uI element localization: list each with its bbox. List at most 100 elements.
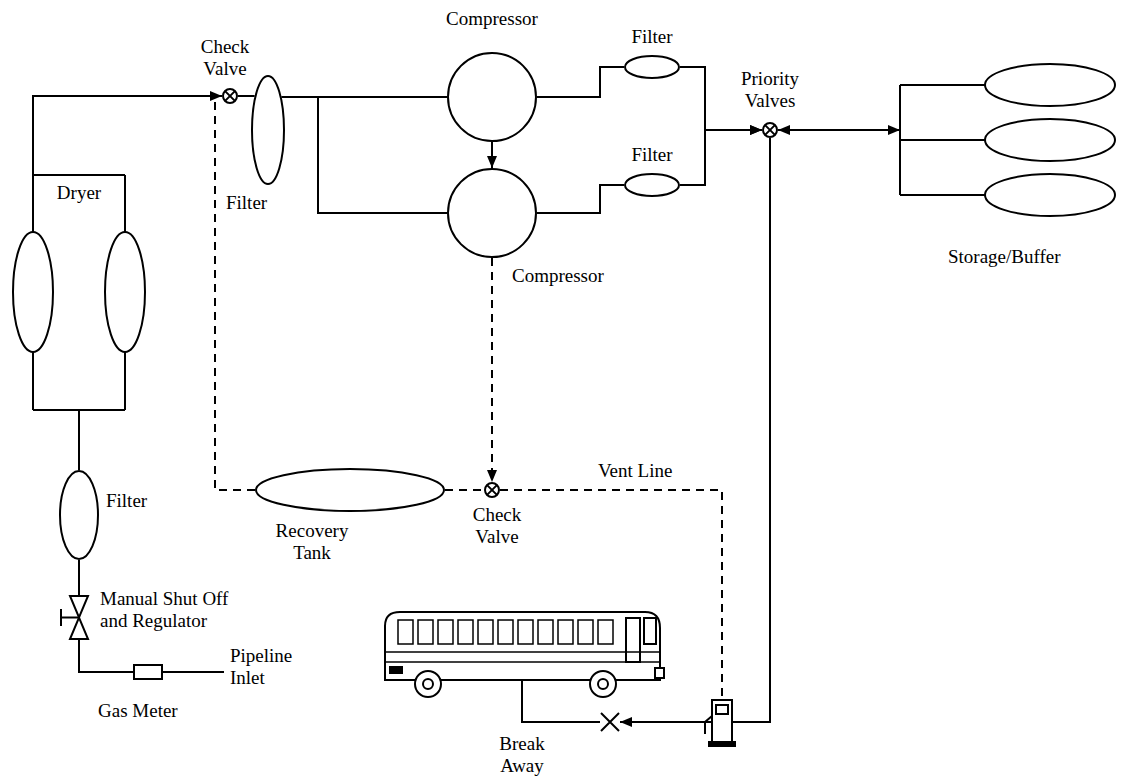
component-label: Filter (612, 144, 692, 166)
vessel-outline (256, 469, 444, 511)
component-label: Check Valve (462, 504, 532, 548)
bus-stripe (385, 661, 660, 663)
valve-node: Check Valve (484, 482, 500, 498)
storage-cylinder (985, 64, 1115, 106)
vessel-outline (625, 56, 679, 78)
bus-wheel (590, 671, 616, 697)
dryer-tower (13, 232, 53, 352)
bus-window (438, 620, 453, 644)
gas-pipe (778, 129, 900, 131)
component-node: Filter (624, 55, 680, 79)
component-shape (69, 595, 89, 640)
bus-window (458, 620, 473, 644)
bus-bumper (655, 668, 664, 678)
vent-pipe (215, 96, 255, 490)
valve-symbol (223, 89, 237, 103)
meter-box (134, 665, 162, 679)
component-label: Recovery Tank (262, 520, 362, 564)
dispenser-body (712, 700, 732, 744)
component-node: Recovery Tank (255, 468, 445, 512)
vessel-outline (448, 53, 536, 141)
bus-window (598, 620, 613, 644)
component-shape (762, 122, 778, 138)
component-shape (133, 664, 163, 680)
vent-pipe (445, 489, 484, 491)
component-label: Dryer (38, 182, 120, 204)
component-label: Priority Valves (725, 68, 815, 112)
bus-hub (423, 679, 433, 689)
gas-pipe (78, 410, 80, 470)
vessel-outline (448, 169, 536, 257)
component-label: Check Valve (190, 36, 260, 80)
valve-cross (225, 91, 235, 101)
storage-cylinder (985, 119, 1115, 161)
bus-windshield (644, 618, 656, 644)
component-node: Gas Meter (133, 664, 163, 680)
bus-window (498, 620, 513, 644)
dispenser-base (709, 742, 735, 746)
gas-pipe (79, 640, 133, 672)
valve-node: Check Valve (222, 88, 238, 104)
component-shape (900, 60, 1118, 220)
storage-cylinder (985, 174, 1115, 216)
component-node: Compressor (447, 52, 537, 142)
component-label: Filter (226, 192, 286, 214)
valve-cross (487, 485, 497, 495)
component-label: Compressor (432, 8, 552, 30)
gas-pipe (282, 97, 447, 213)
bus-body (385, 612, 660, 680)
vessel-outline (60, 471, 98, 559)
component-node: Storage/Buffer (900, 60, 1118, 220)
bus-window (578, 620, 593, 644)
component-shape (600, 712, 620, 732)
dispenser-icon (705, 700, 735, 746)
component-node: Filter (624, 173, 680, 197)
component-label: Filter (612, 26, 692, 48)
gas-pipe (238, 95, 255, 97)
bus-door (626, 618, 640, 662)
bus-light (390, 667, 402, 673)
breakaway-mark (601, 713, 619, 731)
component-shape (251, 75, 285, 185)
dispenser-screen (716, 705, 728, 714)
hose-line (522, 681, 600, 722)
bus-hub (598, 679, 608, 689)
gas-pipe (680, 130, 762, 185)
bus-window (478, 620, 493, 644)
component-label: Gas Meter (98, 700, 208, 722)
valve-symbol (485, 483, 499, 497)
component-shape (447, 168, 537, 258)
vent-pipe (491, 258, 493, 482)
valve-symbol (763, 123, 777, 137)
gas-pipe (491, 142, 493, 168)
valve-handle (61, 609, 79, 626)
bus-window (558, 620, 573, 644)
vessel-outline (252, 76, 284, 184)
bus-wheel (415, 671, 441, 697)
vessel-outline (625, 174, 679, 196)
component-label: Filter (106, 490, 166, 512)
dispenser-hose (705, 716, 712, 734)
bus-windows (398, 620, 613, 644)
component-node: Filter (251, 75, 285, 185)
gas-pipe (78, 560, 80, 595)
component-node: Dryer (13, 175, 145, 410)
component-label: Manual Shut Off and Regulator (100, 588, 250, 632)
component-shape (222, 88, 238, 104)
component-shape (484, 482, 500, 498)
gas-pipe (33, 96, 222, 175)
component-label: Compressor (512, 265, 632, 287)
gas-pipe (537, 185, 624, 213)
gas-pipe (537, 67, 624, 97)
component-shape (255, 468, 445, 512)
valve-cross (765, 125, 775, 135)
bus-window (398, 620, 413, 644)
component-shape (59, 470, 99, 560)
bus-illustration (385, 612, 664, 697)
component-node: Break Away (600, 712, 620, 732)
bus-window (418, 620, 433, 644)
component-shape (447, 52, 537, 142)
storage-manifold (900, 85, 985, 195)
